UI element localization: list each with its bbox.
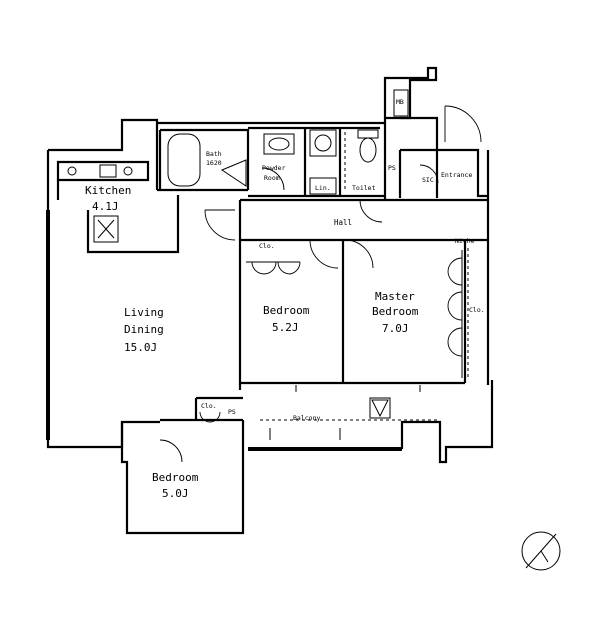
kitchen-size: 4.1J — [92, 200, 119, 213]
mb-label: MB — [396, 98, 404, 106]
north-arrow-icon — [521, 531, 561, 571]
door-swings — [159, 105, 482, 463]
powder-label: Powder — [262, 164, 286, 172]
closet-doors — [199, 250, 463, 423]
lin-label: Lin. — [315, 184, 331, 192]
kitchen-label: Kitchen — [85, 184, 131, 197]
washbasin-icon — [268, 137, 290, 151]
ps-bottom-label: PS — [228, 408, 236, 416]
washing-machine-icon — [309, 129, 337, 157]
niche-label: Niche — [455, 237, 475, 245]
dashed-lines — [177, 132, 469, 421]
stove-icon — [67, 166, 77, 176]
outer-walls — [46, 66, 494, 535]
clo-bottom-label: Clo. — [201, 402, 217, 410]
balcony-rail-markers — [269, 385, 421, 440]
bedroom-bottom-size: 5.0J — [162, 487, 189, 500]
bathtub-icon — [167, 133, 201, 187]
living-label: Living — [124, 306, 164, 319]
clo-master-label: Clo. — [469, 306, 485, 314]
ps-top-label: PS — [388, 164, 396, 172]
refrigerator-icon — [93, 215, 119, 243]
bath-label: Bath — [206, 150, 222, 158]
dining-label: Dining — [124, 323, 164, 336]
balcony-label: Balcony — [293, 414, 320, 422]
room-label: Room — [264, 174, 280, 182]
master-bedroom-label: Bedroom — [372, 305, 419, 318]
sic-label: SIC — [422, 176, 434, 184]
fixtures — [67, 89, 409, 419]
toilet-icon — [359, 137, 377, 163]
aircon-icon — [371, 399, 389, 418]
interior-walls — [56, 126, 488, 422]
hall-label: Hall — [334, 218, 352, 227]
sink-icon — [220, 159, 247, 187]
master-label: Master — [375, 290, 415, 303]
bedroom-bottom-label: Bedroom — [152, 471, 199, 484]
bedroom-center-label: Bedroom — [263, 304, 310, 317]
mb-box-icon — [393, 89, 409, 117]
entrance-label: Entrance — [441, 171, 472, 179]
bath-size-label: 1620 — [206, 159, 222, 167]
clo-center-label: Clo. — [259, 242, 275, 250]
bedroom-center-size: 5.2J — [272, 321, 299, 334]
living-size: 15.0J — [124, 341, 157, 354]
master-size: 7.0J — [382, 322, 409, 335]
toilet-label: Toilet — [352, 184, 376, 192]
